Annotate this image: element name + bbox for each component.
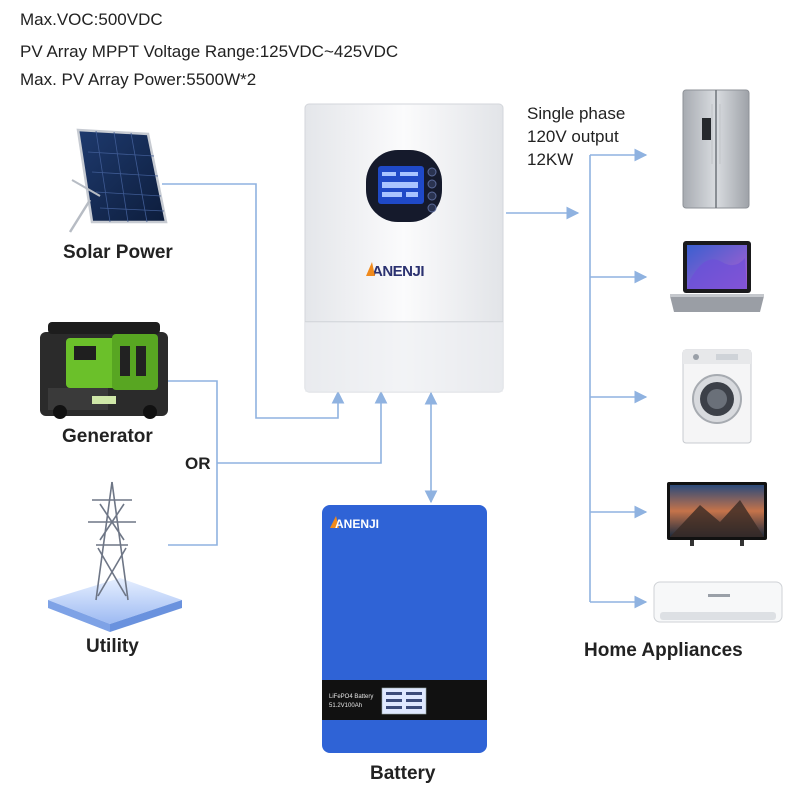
utility-tower-image bbox=[48, 481, 182, 632]
output-power: 12KW bbox=[527, 150, 574, 169]
tv-image bbox=[667, 482, 767, 546]
output-voltage: 120V output bbox=[527, 127, 619, 146]
battery-label: Battery bbox=[370, 763, 436, 784]
spec-max-power: Max. PV Array Power:5500W*2 bbox=[20, 70, 257, 89]
svg-text:LiFePO4 Battery: LiFePO4 Battery bbox=[329, 694, 373, 700]
inverter-brand: ANENJI bbox=[372, 263, 424, 280]
inverter-image: ANENJI bbox=[304, 103, 504, 393]
svg-text:ANENJI: ANENJI bbox=[335, 517, 379, 531]
solar-connector bbox=[162, 183, 345, 419]
battery-image: LiFePO4 Battery 51.2V100Ah ANENJI bbox=[322, 505, 487, 753]
grid-connector bbox=[217, 390, 388, 464]
refrigerator-image bbox=[682, 89, 750, 209]
air-conditioner-image bbox=[653, 581, 783, 623]
connector-lines bbox=[162, 148, 648, 609]
laptop-image bbox=[670, 241, 764, 312]
svg-text:51.2V100Ah: 51.2V100Ah bbox=[329, 703, 362, 709]
battery-model-line2: 51.2V100Ah bbox=[329, 703, 362, 709]
or-label: OR bbox=[185, 454, 211, 473]
spec-max-voc: Max.VOC:500VDC bbox=[20, 10, 163, 29]
battery-brand: ANENJI bbox=[335, 517, 379, 531]
home-appliances-label: Home Appliances bbox=[584, 640, 743, 661]
utility-label: Utility bbox=[86, 636, 139, 657]
washing-machine-image bbox=[682, 349, 752, 444]
output-phase: Single phase bbox=[527, 104, 626, 123]
spec-mppt-range: PV Array MPPT Voltage Range:125VDC~425VD… bbox=[20, 42, 399, 61]
battery-model-line1: LiFePO4 Battery bbox=[329, 694, 373, 700]
generator-image bbox=[40, 322, 168, 419]
svg-text:ANENJI: ANENJI bbox=[372, 263, 424, 280]
solar-panel-image bbox=[68, 128, 168, 233]
generator-label: Generator bbox=[62, 426, 153, 447]
solar-power-label: Solar Power bbox=[63, 242, 173, 263]
